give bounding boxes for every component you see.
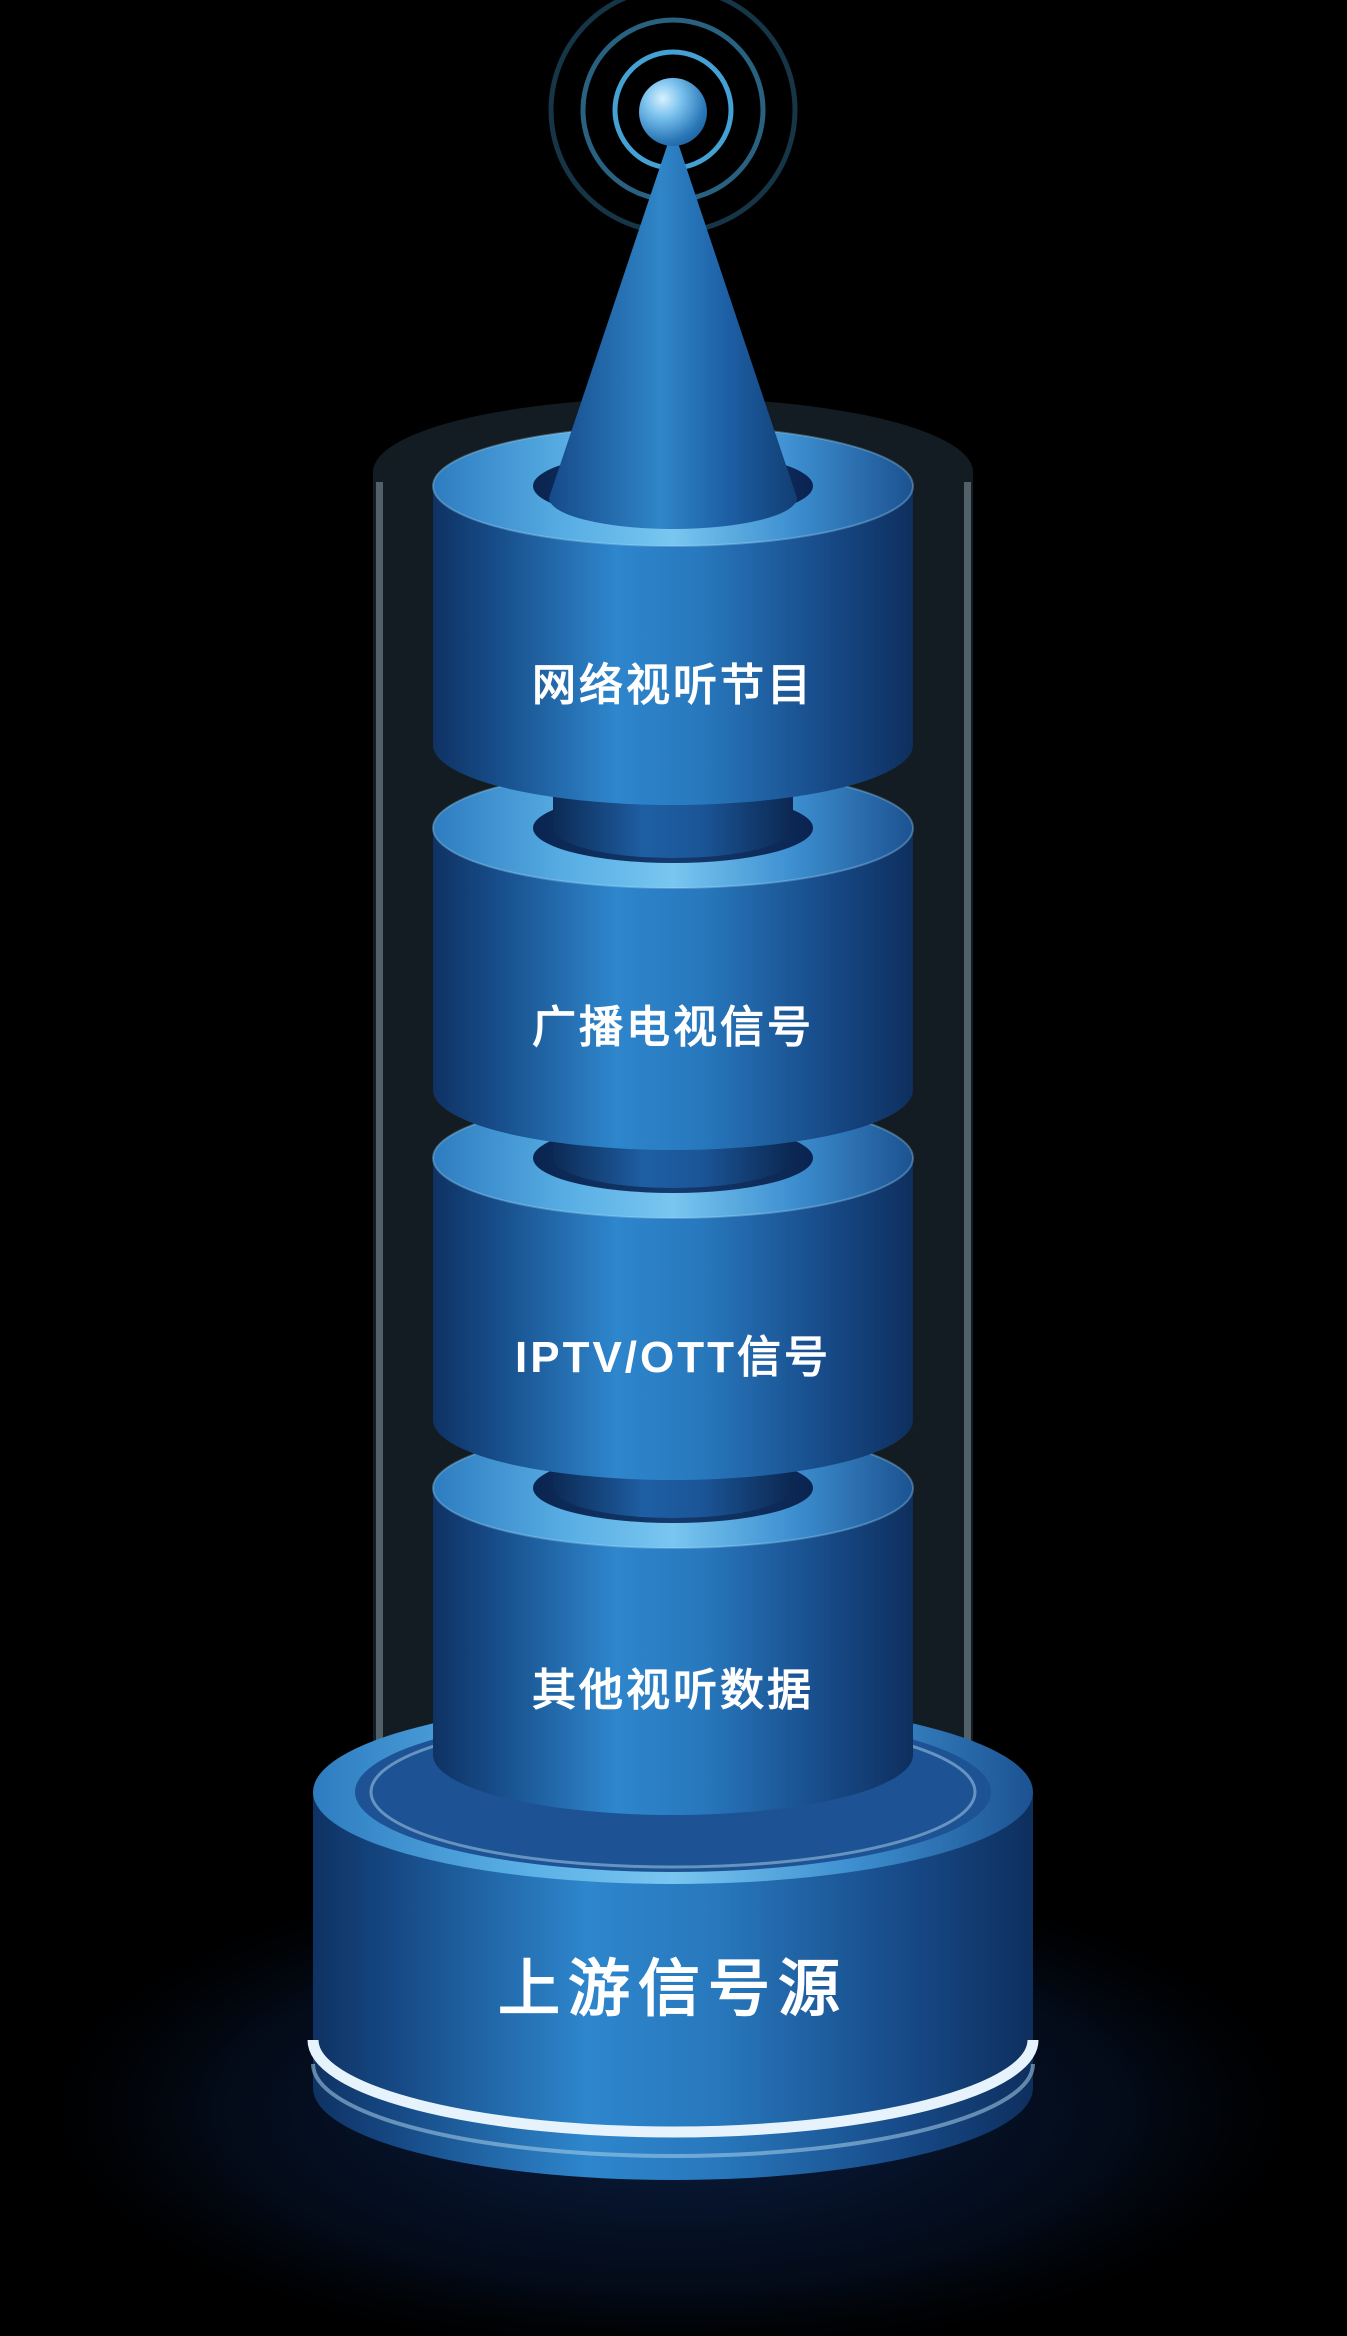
- segment-label: 网络视听节目: [532, 660, 814, 710]
- segment-2: 广播电视信号: [432, 767, 914, 1150]
- base-title: 上游信号源: [498, 1955, 848, 2024]
- segment-1: 网络视听节目: [432, 425, 914, 805]
- segment-label: 其他视听数据: [532, 1666, 814, 1715]
- segment-label: 广播电视信号: [532, 1003, 814, 1052]
- antenna-sphere: [639, 78, 707, 146]
- signal-antenna-icon: [548, 0, 798, 529]
- glow-tube-edges: [376, 482, 971, 1797]
- segment-4: 其他视听数据: [432, 1427, 914, 1815]
- segment-label: IPTV/OTT信号: [515, 1333, 831, 1382]
- antenna-cone: [549, 128, 797, 529]
- base-stripe: [307, 2039, 1039, 2138]
- base-stripe-thin: [311, 2063, 1035, 2158]
